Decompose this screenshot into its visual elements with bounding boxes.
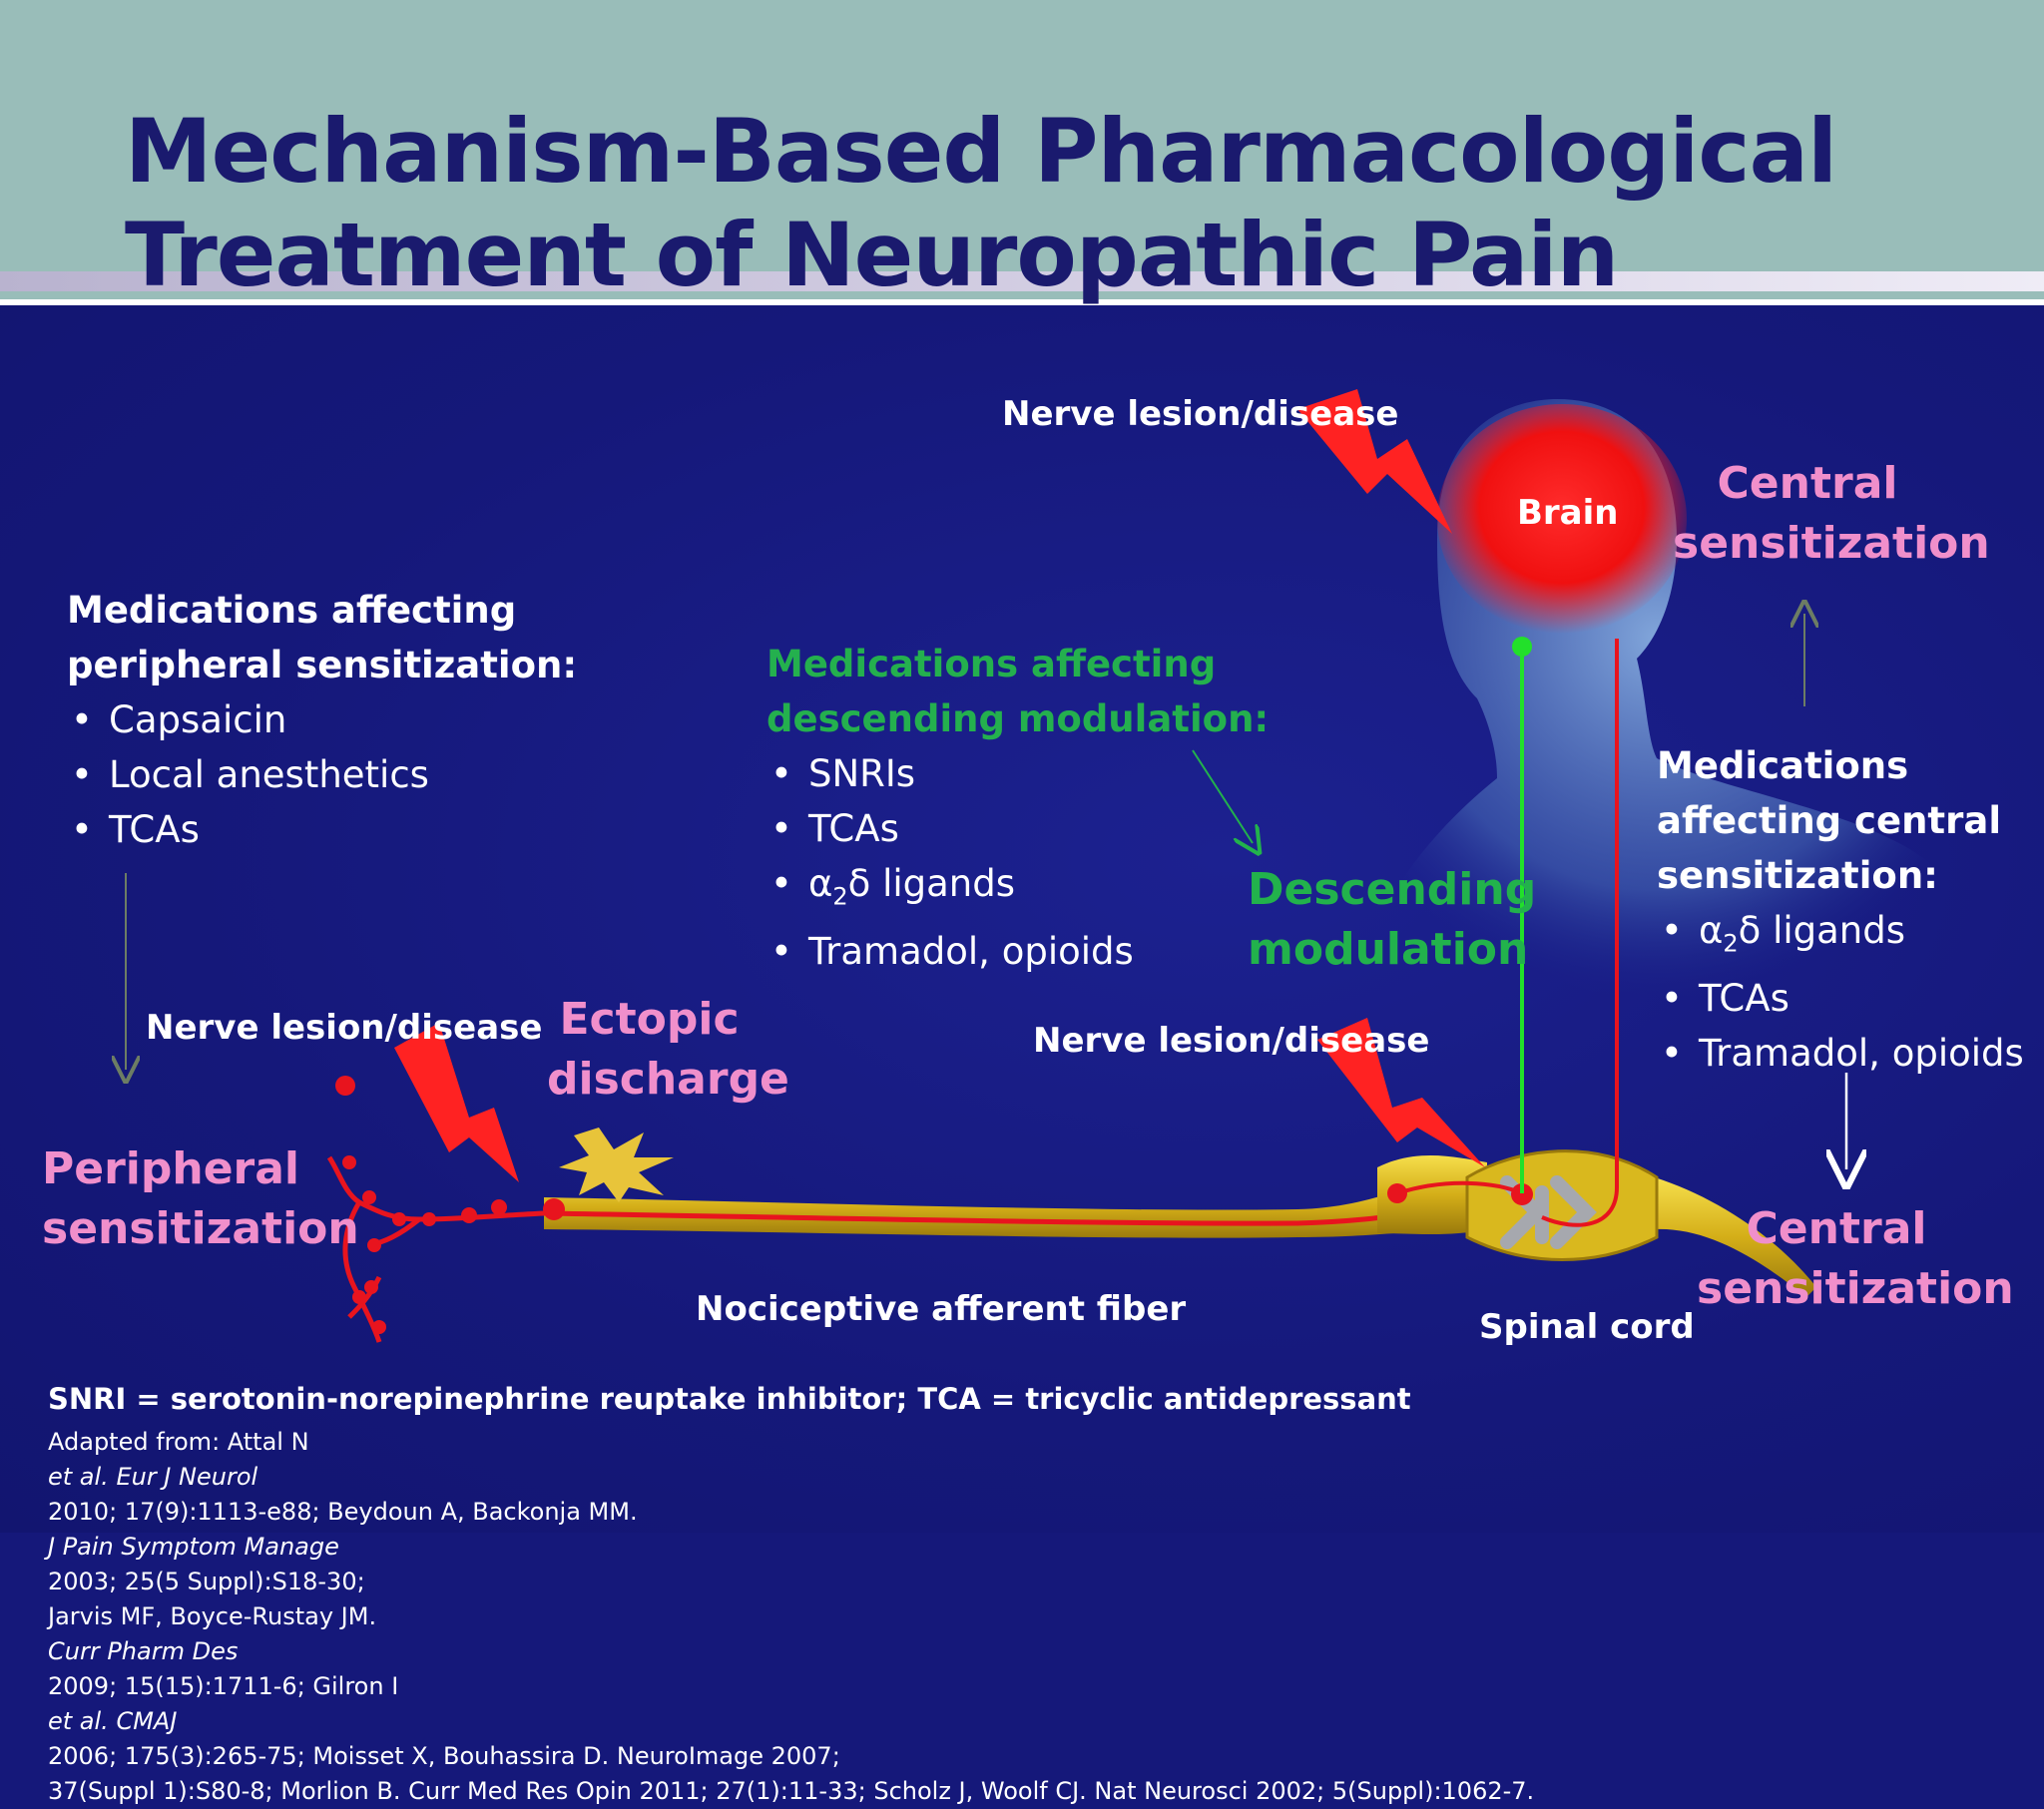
descending-modulation-label: Descending modulation bbox=[1248, 860, 1537, 980]
descending-medications-heading-1: Medications affecting bbox=[766, 643, 1217, 685]
peripheral-terminals bbox=[326, 1155, 545, 1343]
reference-line-1: Adapted from: Attal N et al. Eur J Neuro… bbox=[48, 1428, 638, 1595]
alpha-subscript: 2 bbox=[1723, 929, 1739, 958]
alpha-suffix: δ ligands bbox=[1738, 909, 1906, 952]
nerve-lesion-label-mid: Nerve lesion/disease bbox=[1033, 1021, 1430, 1061]
nerve-fiber bbox=[543, 1175, 1468, 1238]
reference-line-2: Jarvis MF, Boyce-Rustay JM. Curr Pharm D… bbox=[48, 1602, 840, 1770]
diagram-illustration bbox=[0, 389, 1956, 1343]
nerve-lesion-label-top: Nerve lesion/disease bbox=[1002, 394, 1399, 434]
abbreviations-note: SNRI = serotonin-norepinephrine reuptake… bbox=[48, 1382, 1411, 1416]
central-sensitization-top: Central sensitization bbox=[1673, 454, 1990, 574]
list-item: TCAs bbox=[1657, 971, 2024, 1026]
peripheral-sensitization-line-1: Peripheral bbox=[42, 1143, 300, 1194]
alpha-subscript: 2 bbox=[832, 882, 848, 911]
list-item: Capsaicin bbox=[67, 692, 577, 747]
page-title: Mechanism-Based Pharmacological Treatmen… bbox=[125, 100, 1837, 307]
title-divider bbox=[0, 299, 2044, 305]
spinal-cord-icon bbox=[1377, 1149, 1816, 1297]
ectopic-discharge-label: Ectopic discharge bbox=[547, 990, 789, 1110]
central-sensitization-top-line-2: sensitization bbox=[1673, 518, 1990, 569]
alpha-suffix: δ ligands bbox=[847, 862, 1016, 905]
references: Adapted from: Attal N et al. Eur J Neuro… bbox=[48, 1425, 2024, 1809]
peripheral-sensitization-label: Peripheral sensitization bbox=[42, 1139, 359, 1259]
central-sensitization-bottom-line-2: sensitization bbox=[1697, 1263, 2014, 1314]
lightning-bolt-icon bbox=[394, 1023, 519, 1182]
list-item: TCAs bbox=[67, 802, 577, 857]
descending-modulation-line-1: Descending bbox=[1248, 864, 1537, 915]
peripheral-medications: Medications affecting peripheral sensiti… bbox=[67, 583, 577, 857]
alpha-symbol: α bbox=[808, 862, 833, 905]
central-medications-heading-2: affecting central bbox=[1657, 799, 2001, 842]
title-underline-stripe bbox=[0, 271, 2044, 291]
peripheral-sensitization-line-2: sensitization bbox=[42, 1203, 359, 1254]
reference-line-3: 37(Suppl 1):S80-8; Morlion B. Curr Med R… bbox=[48, 1777, 1535, 1805]
central-medications-heading-3: sensitization: bbox=[1657, 854, 1938, 897]
central-medications: Medications affecting central sensitizat… bbox=[1657, 738, 2024, 1081]
central-sensitization-bottom: Central sensitization bbox=[1697, 1199, 2014, 1319]
list-item: Tramadol, opioids bbox=[766, 924, 1269, 979]
central-sensitization-bottom-line-1: Central bbox=[1746, 1203, 1927, 1254]
page-title-line-2: Treatment of Neuropathic Pain bbox=[125, 204, 1619, 306]
descending-modulation-line-2: modulation bbox=[1248, 924, 1529, 975]
brain-icon bbox=[1437, 404, 1687, 634]
list-item: SNRIs bbox=[766, 746, 1269, 801]
ascending-descending-pathways bbox=[1512, 637, 1619, 1227]
peripheral-medications-heading-1: Medications affecting bbox=[67, 589, 517, 632]
title-bar bbox=[0, 0, 2044, 299]
list-item: Tramadol, opioids bbox=[1657, 1026, 2024, 1081]
spinal-cord-label: Spinal cord bbox=[1479, 1307, 1695, 1347]
central-sensitization-top-line-1: Central bbox=[1717, 458, 1898, 509]
list-item: α2δ ligands bbox=[1657, 903, 2024, 971]
peripheral-medications-list: Capsaicin Local anesthetics TCAs bbox=[67, 692, 577, 857]
page-title-line-1: Mechanism-Based Pharmacological bbox=[125, 100, 1837, 203]
peripheral-medications-heading-2: peripheral sensitization: bbox=[67, 644, 578, 686]
lightning-bolt-icon bbox=[1297, 389, 1452, 534]
list-item: TCAs bbox=[766, 801, 1269, 856]
ectopic-discharge-line-2: discharge bbox=[547, 1054, 789, 1105]
starburst-icon bbox=[559, 1128, 674, 1202]
list-item: Local anesthetics bbox=[67, 747, 577, 802]
lightning-bolt-icon bbox=[1317, 1018, 1485, 1167]
red-signal-nodes bbox=[335, 1076, 1533, 1334]
descending-medications-list: SNRIs TCAs α2δ ligands Tramadol, opioids bbox=[766, 746, 1269, 979]
central-medications-heading-1: Medications bbox=[1657, 744, 1909, 787]
descending-medications: Medications affecting descending modulat… bbox=[766, 637, 1269, 979]
nociceptive-fiber-label: Nociceptive afferent fiber bbox=[696, 1289, 1187, 1329]
nerve-lesion-label-left: Nerve lesion/disease bbox=[146, 1008, 543, 1048]
central-medications-list: α2δ ligands TCAs Tramadol, opioids bbox=[1657, 903, 2024, 1081]
ectopic-discharge-line-1: Ectopic bbox=[559, 994, 740, 1045]
list-item: α2δ ligands bbox=[766, 856, 1269, 924]
brain-label: Brain bbox=[1517, 493, 1619, 533]
descending-medications-heading-2: descending modulation: bbox=[766, 697, 1270, 740]
alpha-symbol: α bbox=[1699, 909, 1724, 952]
